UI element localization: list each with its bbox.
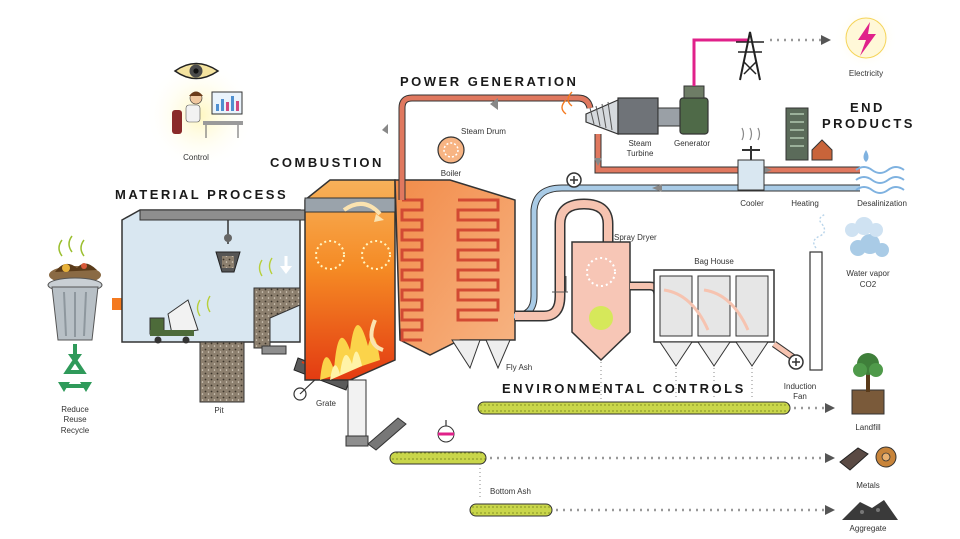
material-process-building: Pit xyxy=(121,209,306,415)
metals-conveyor xyxy=(389,420,487,465)
boiler-label: Boiler xyxy=(441,169,462,178)
bag-house xyxy=(653,269,775,367)
landfill-icon xyxy=(851,353,885,415)
combustion-heading: COMBUSTION xyxy=(270,155,384,170)
desalinization-label: Desalinization xyxy=(857,199,907,208)
pit-label: Pit xyxy=(214,406,224,415)
induction-fan-icon xyxy=(788,354,804,370)
induction-label: Induction xyxy=(784,382,816,391)
cooler xyxy=(737,127,765,191)
aggregate-icon xyxy=(842,500,898,520)
steam-drum-label: Steam Drum xyxy=(461,127,506,136)
spray-dryer xyxy=(552,241,631,362)
metals-icon xyxy=(839,446,897,471)
bottom-ash-conveyor xyxy=(469,464,553,517)
stack xyxy=(809,213,827,371)
control-label: Control xyxy=(183,153,209,162)
fly-ash-conveyor xyxy=(477,362,791,415)
steam-label: Steam xyxy=(628,139,651,148)
trash-can-icon xyxy=(47,235,103,341)
reduce-label: Reduce xyxy=(61,405,89,414)
bottom-ash-label: Bottom Ash xyxy=(490,487,531,496)
power-generation-heading: POWER GENERATION xyxy=(400,74,578,89)
dump-truck-icon xyxy=(149,299,199,344)
turbine-label: Turbine xyxy=(627,149,654,158)
electricity-label: Electricity xyxy=(849,69,883,78)
bag-house-label: Bag House xyxy=(694,257,734,266)
fly-ash-label: Fly Ash xyxy=(506,363,532,372)
steam-drum xyxy=(437,136,465,164)
end-products-heading-line1: END xyxy=(850,100,885,115)
end-products-heading-line2: PRODUCTS xyxy=(822,116,915,131)
spray-dryer-label: Spray Dryer xyxy=(614,233,657,242)
cloud-icon xyxy=(845,217,889,257)
grate-label: Grate xyxy=(316,399,337,408)
steam-turbine xyxy=(561,91,659,135)
environmental-controls-heading: ENVIRONMENTAL CONTROLS xyxy=(502,381,746,396)
fan-label: Fan xyxy=(793,392,807,401)
furnace xyxy=(304,179,396,381)
heating-label: Heating xyxy=(791,199,819,208)
generator-label: Generator xyxy=(674,139,710,148)
co2-label: CO2 xyxy=(860,280,877,289)
reuse-label: Reuse xyxy=(63,415,87,424)
aggregate-label: Aggregate xyxy=(850,524,887,533)
material-process-heading: MATERIAL PROCESS xyxy=(115,187,288,202)
water-vapor-label: Water vapor xyxy=(846,269,890,278)
desalinization-icon xyxy=(855,150,905,194)
transmission-tower-icon xyxy=(736,31,764,81)
landfill-label: Landfill xyxy=(855,423,881,432)
metals-label: Metals xyxy=(856,481,880,490)
control-station: Control xyxy=(145,60,255,170)
generator xyxy=(657,85,709,135)
electricity-icon xyxy=(834,6,898,70)
operator-icon xyxy=(172,91,243,138)
cooler-label: Cooler xyxy=(740,199,764,208)
recycle-label: Recycle xyxy=(61,426,90,435)
heating xyxy=(785,107,833,161)
eye-icon xyxy=(173,62,220,80)
recycle-icon xyxy=(58,356,92,392)
boiler xyxy=(394,179,516,370)
